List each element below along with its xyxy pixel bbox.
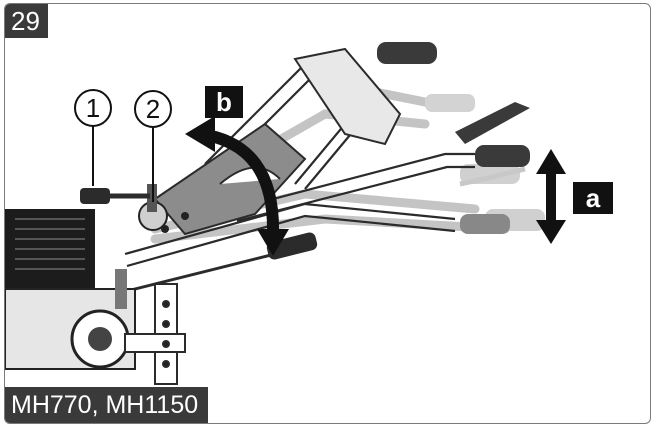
- badge-b: b: [205, 86, 243, 118]
- engine: [5, 209, 136, 370]
- rod-grip: [266, 232, 318, 260]
- callout-1: 1: [74, 89, 112, 186]
- callout-1-label: 1: [86, 93, 100, 123]
- tiller-handlebar-illustration: 1 2 b a: [5, 42, 613, 385]
- lever-1-handle: [80, 188, 110, 204]
- control-panel: [293, 47, 402, 146]
- tiller-frame: [124, 283, 186, 385]
- grip-upper: [377, 42, 437, 64]
- callout-2: 2: [134, 90, 172, 202]
- height-arrow-a: [536, 149, 566, 244]
- clutch-lever: [455, 102, 530, 144]
- badge-a: a: [573, 182, 613, 214]
- figure-frame: 1 2 b a 29 MH770, MH1150: [4, 3, 651, 424]
- model-label: MH770, MH1150: [5, 387, 209, 423]
- badge-a-label: a: [586, 183, 601, 213]
- ghost-grip-top: [425, 94, 475, 112]
- callout-2-label: 2: [146, 94, 160, 124]
- bracket-bolt-1: [181, 212, 189, 220]
- ghost-lever: [459, 166, 526, 187]
- grip-right: [475, 145, 530, 167]
- figure-number: 29: [5, 4, 48, 38]
- grip-lower: [460, 214, 510, 234]
- rotation-arrow-b: [185, 116, 289, 256]
- badge-b-label: b: [216, 87, 232, 117]
